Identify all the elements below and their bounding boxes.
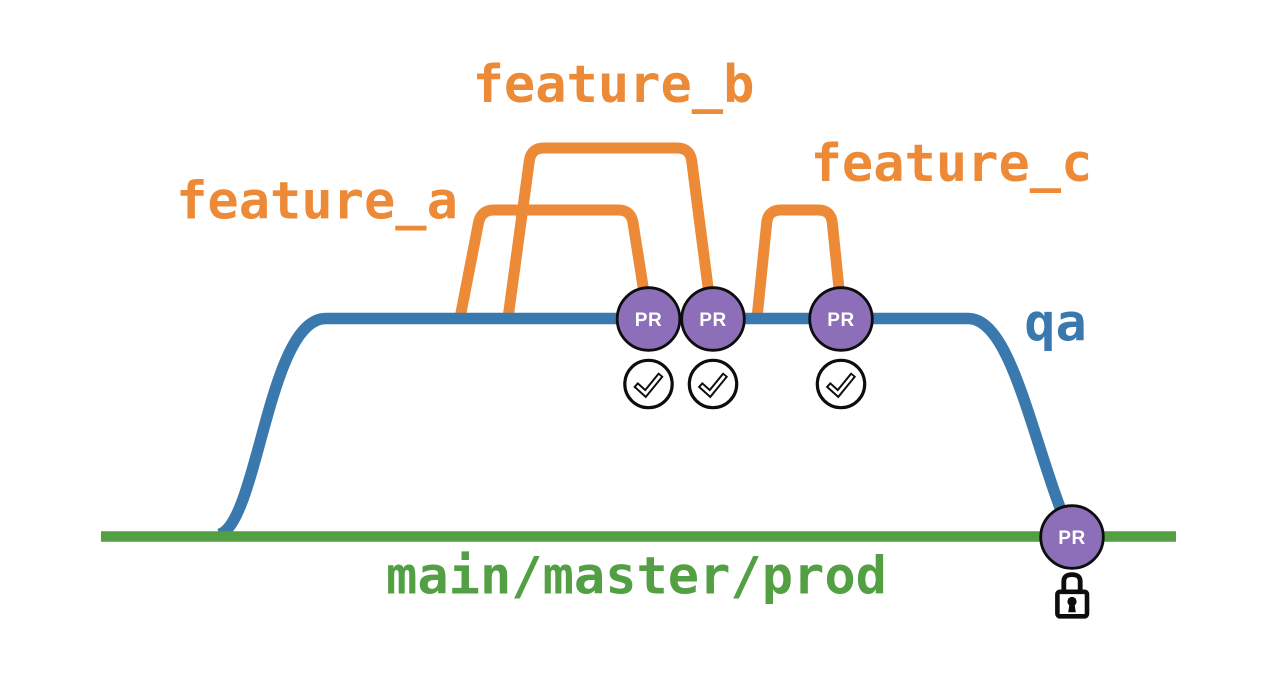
approval-check-icons [623, 358, 867, 410]
qa-branch-line [216, 312, 1077, 541]
pr-node-qa-to-main [1039, 504, 1105, 570]
pr-nodes [615, 286, 1105, 570]
feature-b-branch-line [502, 142, 718, 319]
pr-node-label: PR [827, 310, 854, 331]
feature-b-label: feature_b [473, 55, 755, 115]
approved-check-icon [815, 358, 867, 410]
pr-node-feature-a [615, 286, 682, 352]
lock-icon [1055, 572, 1090, 619]
feature-c-label: feature_c [811, 134, 1093, 194]
pr-node-labels: PR PR PR PR [635, 310, 1085, 549]
main-label: main/master/prod [386, 547, 887, 607]
pr-node-label: PR [635, 310, 662, 331]
feature-a-branch-line [454, 204, 654, 320]
lock-keyhole-stem [1068, 602, 1076, 613]
feature-a-label: feature_a [176, 172, 458, 232]
approved-check-icon [687, 358, 739, 410]
pr-node-label: PR [1058, 528, 1085, 549]
qa-label: qa [1024, 294, 1087, 354]
lock-shackle [1061, 572, 1083, 592]
pr-node-feature-b [680, 286, 746, 352]
feature-branch-lines [454, 142, 848, 320]
feature-c-branch-line [751, 204, 848, 319]
pr-node-label: PR [699, 310, 726, 331]
branch-labels: feature_a feature_b feature_c qa main/ma… [176, 55, 1092, 607]
pr-node-feature-c [808, 286, 874, 352]
approved-check-icon [623, 358, 674, 410]
